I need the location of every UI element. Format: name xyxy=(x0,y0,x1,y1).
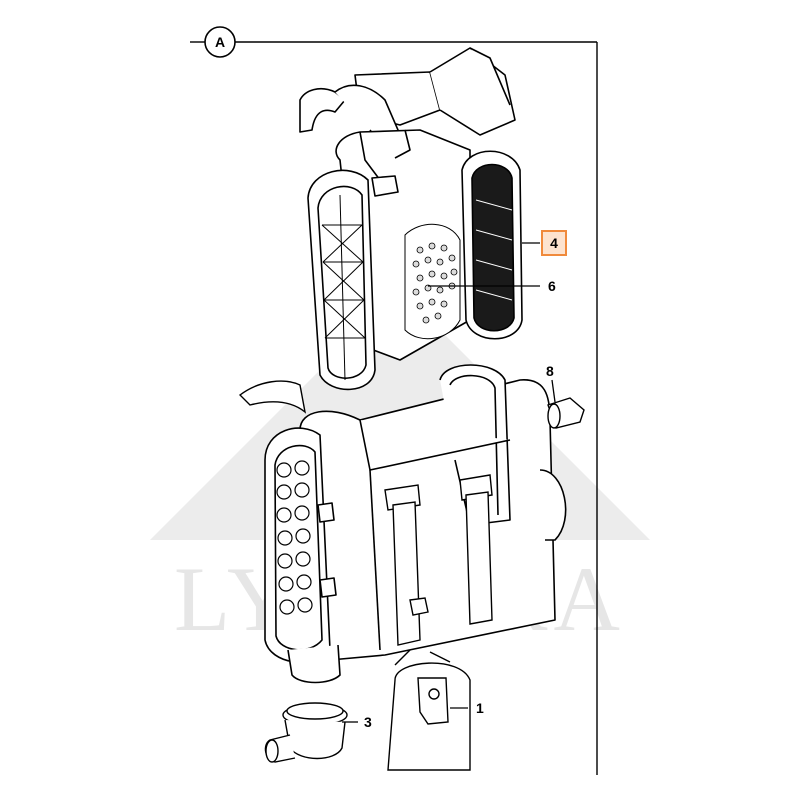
gasket-strip xyxy=(238,380,307,414)
mounting-brackets xyxy=(384,474,493,646)
callout-4-highlight xyxy=(541,230,567,256)
primary-filter-element xyxy=(307,169,376,391)
section-marker: A xyxy=(204,26,236,58)
callout-4[interactable]: 4 xyxy=(541,230,567,256)
detail-bubble xyxy=(387,649,471,771)
svg-text:3: 3 xyxy=(364,714,372,730)
vacuator-valve xyxy=(547,397,585,429)
svg-text:6: 6 xyxy=(548,278,556,294)
leader-lines xyxy=(342,242,556,723)
safety-filter-element xyxy=(461,150,523,340)
svg-text:A: A xyxy=(215,34,225,50)
perforated-element xyxy=(404,223,461,340)
svg-text:8: 8 xyxy=(546,363,554,379)
callout-6[interactable]: 6 xyxy=(548,278,556,294)
end-cap-holes xyxy=(276,460,313,615)
svg-text:1: 1 xyxy=(476,700,484,716)
section-frame xyxy=(190,41,598,775)
svg-text:4: 4 xyxy=(550,235,558,251)
callout-3[interactable]: 3 xyxy=(364,714,372,730)
callout-8[interactable]: 8 xyxy=(546,363,554,379)
callout-1[interactable]: 1 xyxy=(476,700,484,716)
outlet-elbow xyxy=(264,702,348,763)
